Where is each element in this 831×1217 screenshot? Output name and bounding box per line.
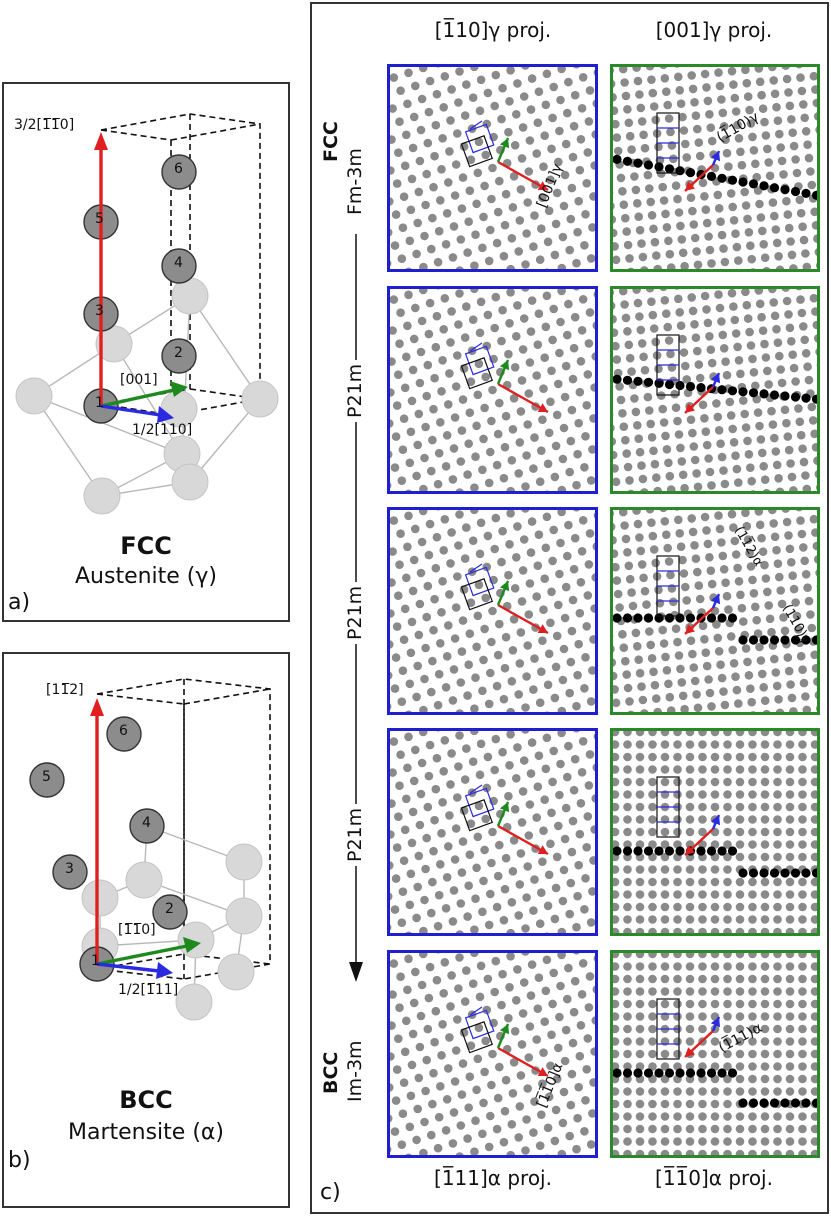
tile-row3-gamma110: [387, 507, 598, 715]
atom-6: [161, 154, 197, 190]
vector-green-label: [001]: [120, 372, 158, 388]
atom-label-3: 3: [95, 303, 104, 319]
fcc-unit-cell-diagram: [15, 113, 279, 515]
tile-row3-gamma001: [610, 507, 820, 715]
atom-5: [29, 762, 65, 798]
atom-label-1: 1: [95, 395, 104, 411]
tile-row1-gamma110: [387, 64, 598, 272]
atom-label-3: 3: [65, 861, 74, 877]
row-1-group: Fm-3m: [344, 144, 366, 219]
row-5-group: Im-3m: [344, 1036, 366, 1106]
vector-blue-label: 1/2[110]: [132, 422, 193, 438]
tile-row5-alpha110: [610, 950, 820, 1158]
atom-4: [129, 808, 165, 844]
panel-c-letter: c): [320, 1180, 341, 1205]
row-3-group: P21m: [344, 581, 366, 644]
atom-label-4: 4: [174, 255, 183, 271]
panel-c: [1̅10]γ proj. [001]γ proj. [1̅11]α proj.…: [310, 2, 829, 1214]
atom-label-5: 5: [42, 769, 51, 785]
tile-row2-gamma001: [610, 286, 820, 494]
vector-top-label: 3/2[1̅1̅0]: [14, 117, 75, 133]
atom-label-2: 2: [165, 901, 174, 917]
col-header-bottom-left: [1̅11]α proj.: [434, 1166, 552, 1190]
vector-blue-label: 1/2[1̅11]: [118, 982, 179, 998]
row-1-structure: FCC: [320, 121, 342, 162]
panel-b-letter: b): [8, 1148, 31, 1173]
tile-row5-alpha111: [387, 950, 598, 1158]
panel-a-subtitle: Austenite (γ): [74, 564, 217, 589]
tile-row4-gamma110: [387, 728, 598, 936]
panel-a-letter: a): [8, 590, 31, 615]
panel-a-title: FCC: [120, 532, 172, 560]
bcc-unit-cell-diagram: [29, 678, 271, 1021]
atom-2: [152, 894, 188, 930]
tile-row4-gamma001: [610, 728, 820, 936]
atom-4: [161, 248, 197, 284]
panel-b-subtitle: Martensite (α): [67, 1120, 224, 1145]
atom-label-6: 6: [119, 723, 128, 739]
row-2-group: P21m: [344, 359, 366, 422]
tile-row1-gamma001: [610, 64, 820, 272]
atom-label-5: 5: [95, 211, 104, 227]
vector-green-label: [1̅1̅0]: [118, 922, 156, 938]
panel-b: [11̅2] [1̅1̅0] 1/2[1̅11] 1 2 3 4 5 6 BCC…: [2, 652, 290, 1208]
atom-label-4: 4: [142, 815, 151, 831]
col-header-top-right: [001]γ proj.: [655, 18, 773, 42]
atom-label-2: 2: [174, 345, 183, 361]
atom-6: [106, 716, 142, 752]
panel-b-title: BCC: [119, 1086, 173, 1114]
col-header-bottom-right: [1̅1̅0]α proj.: [655, 1166, 773, 1190]
atom-2: [161, 338, 197, 374]
atom-label-1: 1: [91, 953, 100, 969]
atom-3: [52, 854, 88, 890]
panel-a: 3/2[1̅1̅0] [001] 1/2[110] 1 2 3 4 5 6 FC…: [2, 82, 290, 622]
vector-top-label: [11̅2]: [46, 682, 84, 698]
tile-row2-gamma110: [387, 286, 598, 494]
row-4-group: P21m: [344, 803, 366, 866]
atom-label-6: 6: [174, 161, 183, 177]
row-5-structure: BCC: [320, 1051, 342, 1094]
col-header-top-left: [1̅10]γ proj.: [434, 18, 552, 42]
